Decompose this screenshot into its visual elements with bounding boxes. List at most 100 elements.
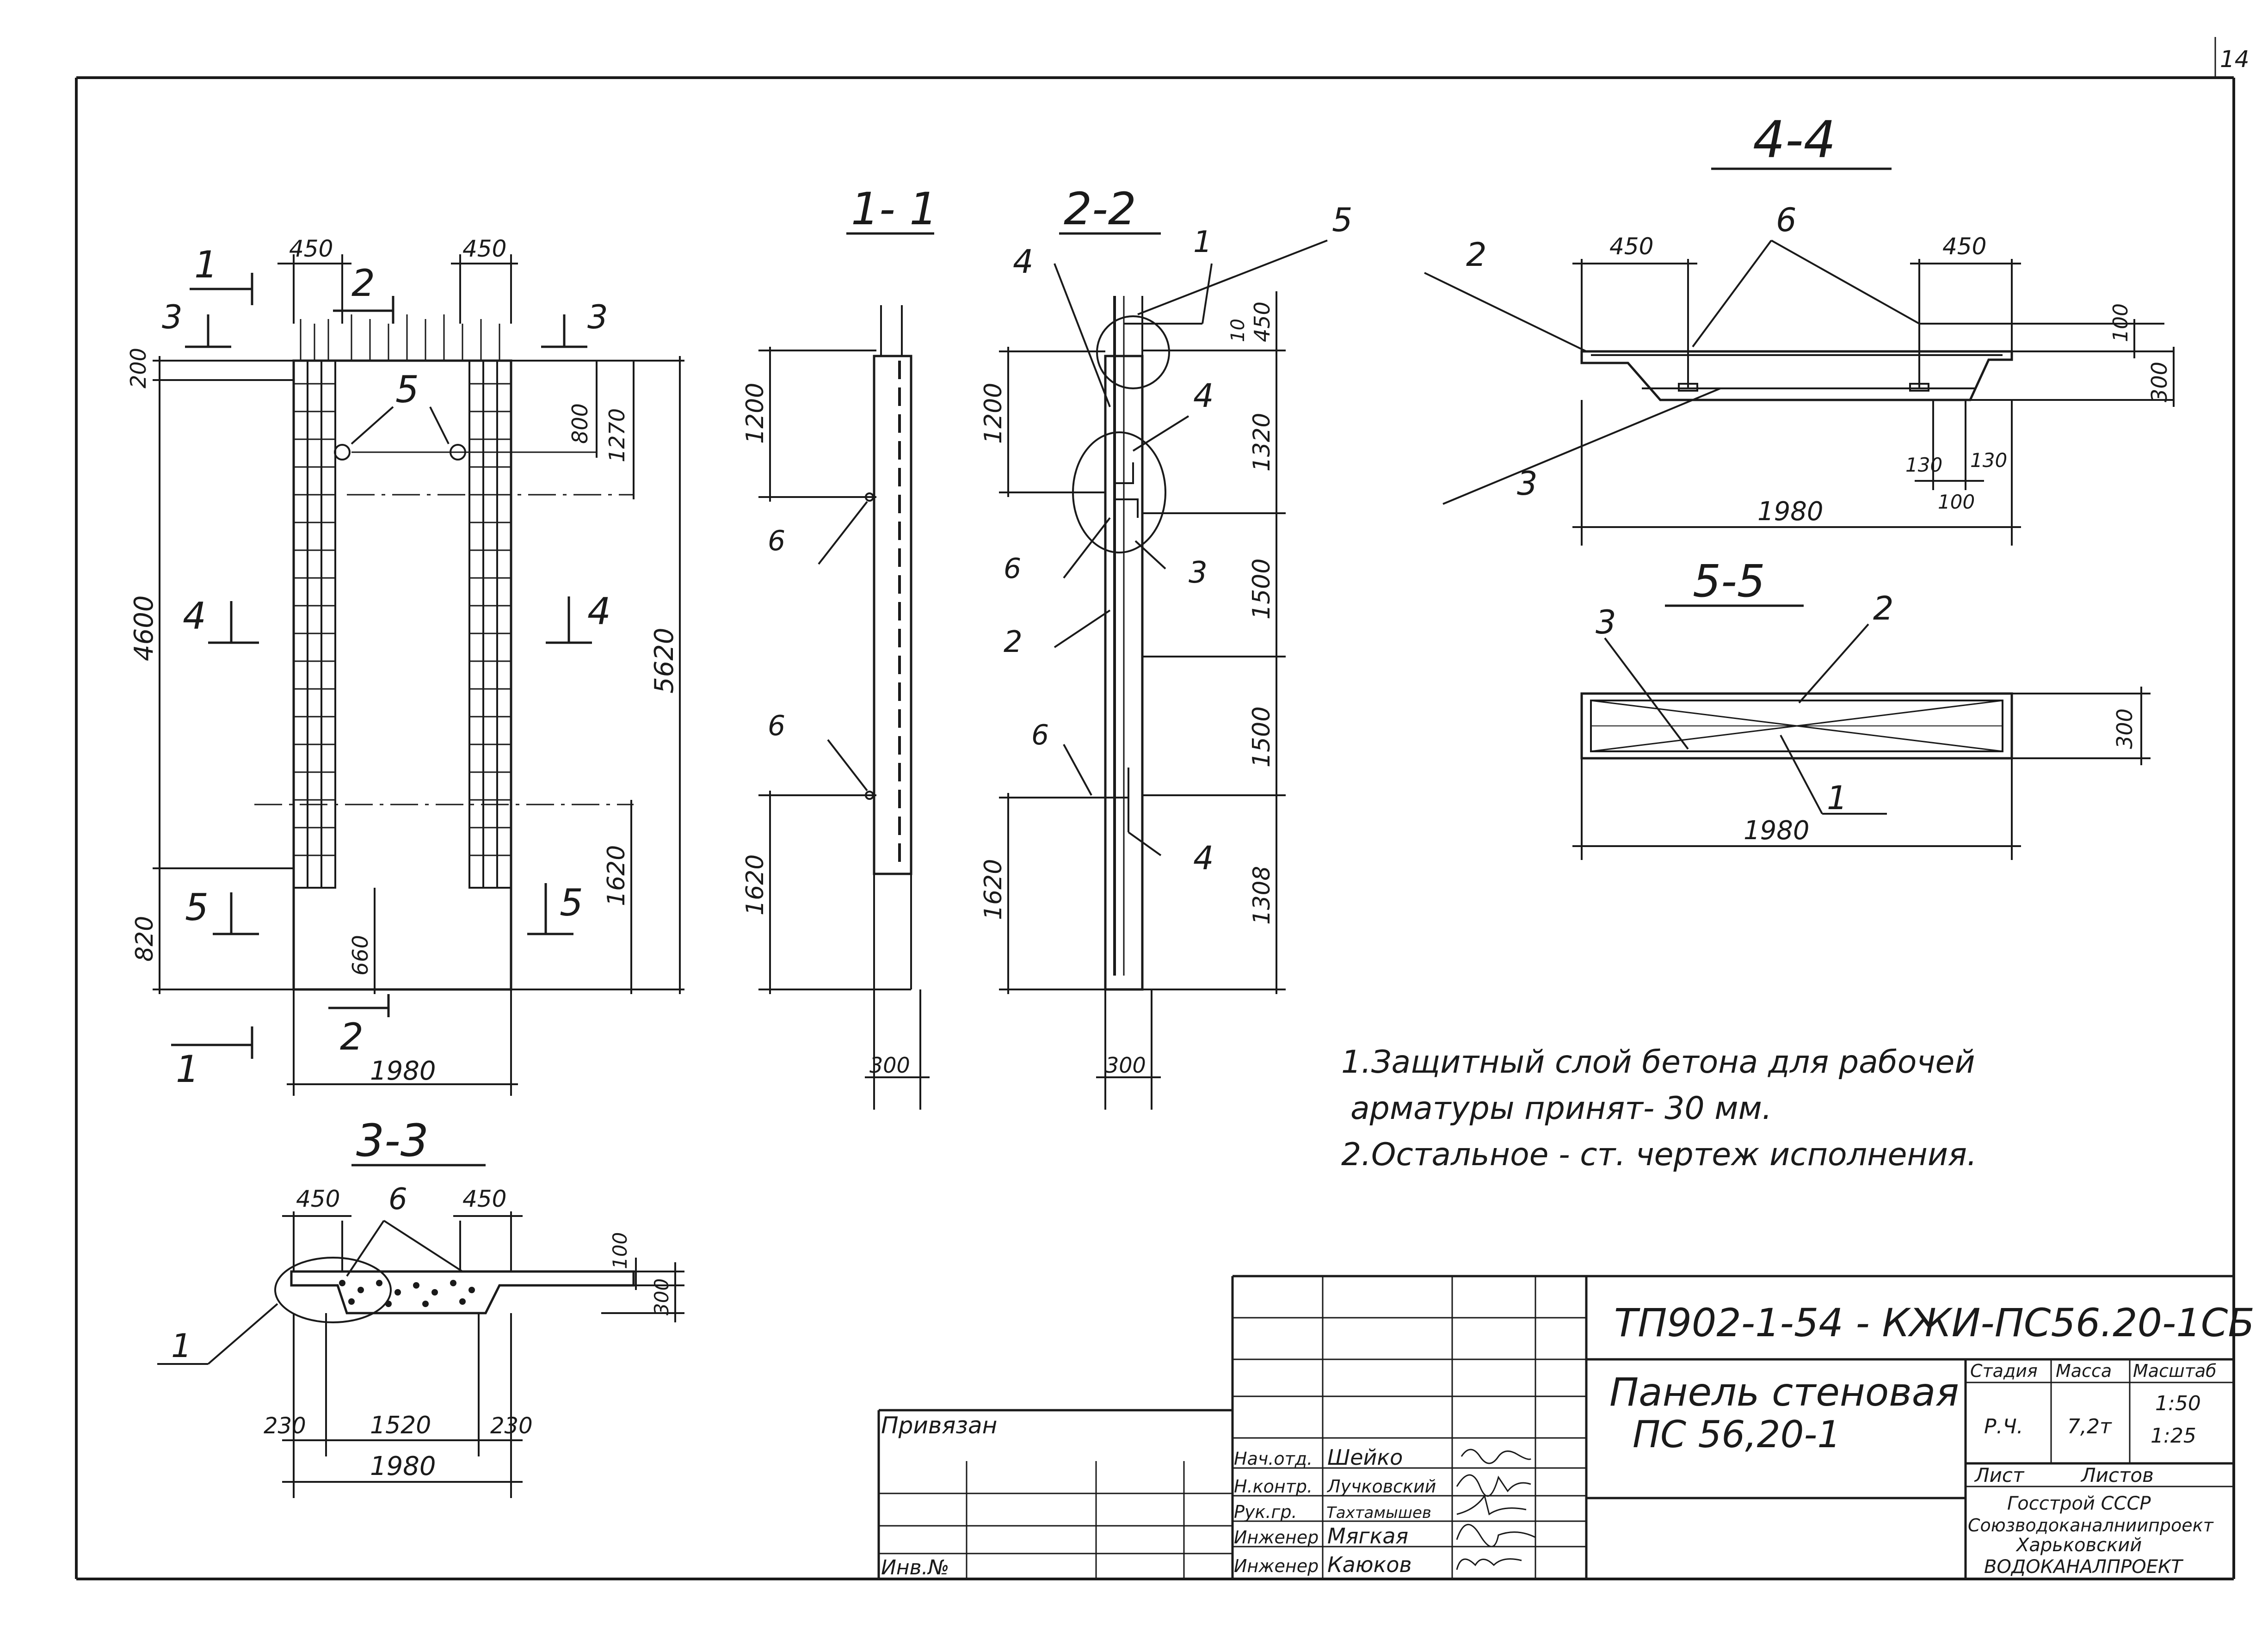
s22-pos-4-top: 4 (1013, 243, 1034, 281)
name-luchkovsky: Лучковский (1326, 1476, 1436, 1497)
right-rib-frame (468, 360, 512, 889)
s22-pos-6-upper: 6 (1004, 553, 1021, 585)
cut-marker-4-left (208, 601, 259, 644)
s11-title: 1- 1 (851, 183, 937, 235)
title-block-lines (877, 1275, 2234, 1579)
panel-outline (292, 359, 512, 991)
s44-title: 4-4 (1753, 110, 1836, 169)
role-norm-control: Н.контр. (1234, 1476, 1313, 1497)
elev-dim-5620: 5620 (649, 627, 679, 694)
cut-marker-2-top (333, 296, 394, 324)
sheet-number: 14 (2220, 46, 2250, 73)
s22-dim-1500-upper: 1500 (1248, 559, 1276, 620)
signature-5 (1456, 1558, 1522, 1570)
s22-dim-1200: 1200 (980, 383, 1007, 444)
doc-code: ТП902-1-54 - КЖИ-ПС56.20-1СБ (1614, 1300, 2255, 1345)
s11-dim-300: 300 (869, 1053, 910, 1078)
cut-marker-4-right (546, 596, 592, 644)
s33-dim-1520: 1520 (370, 1412, 431, 1439)
elev-dim-820: 820 (131, 916, 159, 962)
rib-ladder-marks (294, 383, 511, 856)
elev-dim-450-right: 450 (462, 235, 506, 262)
s33-pos-6: 6 (388, 1182, 407, 1216)
signature-3 (1456, 1494, 1527, 1516)
s33-rebar-dots (339, 1280, 475, 1307)
s44-dim-130-right: 130 (1970, 449, 2007, 472)
section-4-4-labels: 4-4 450 450 100 300 130 130 100 1980 2 6… (1466, 110, 2172, 527)
s22-dim-1308: 1308 (1248, 866, 1275, 925)
elev-dim-200: 200 (126, 348, 151, 388)
s22-dim-1620: 1620 (980, 859, 1007, 920)
s11-dim-1200: 1200 (741, 383, 769, 444)
s22-detail-circle-top (1096, 315, 1170, 389)
s22-pos-5: 5 (1332, 201, 1353, 239)
cut-marker-5-left (213, 892, 259, 935)
s55-dim-1980: 1980 (1744, 816, 1810, 846)
title-line-2: ПС 56,20-1 (1633, 1413, 1841, 1456)
s22-title: 2-2 (1064, 183, 1136, 235)
s44-pos-6: 6 (1776, 201, 1797, 239)
elev-cut-2-top: 2 (351, 262, 375, 305)
stage-header: Стадия (1970, 1361, 2038, 1381)
s22-pos-2: 2 (1004, 625, 1023, 659)
section-2-2 (999, 232, 1328, 1110)
role-group-lead: Рук.гр. (1234, 1502, 1297, 1522)
s55-pos-2: 2 (1873, 590, 1894, 627)
sheet-frame (75, 37, 2235, 1580)
sheets-label: Листов (2080, 1464, 2154, 1486)
elev-pos-5: 5 (395, 368, 419, 411)
s22-dim-1500-lower: 1500 (1248, 706, 1276, 768)
s44-pos-2: 2 (1466, 236, 1487, 274)
elev-dim-450-left: 450 (289, 235, 333, 262)
s22-dim-10: 10 (1227, 319, 1249, 342)
name-kayukov: Каюков (1327, 1552, 1412, 1577)
mass-value: 7,2т (2067, 1415, 2112, 1438)
privyazan-label: Привязан (881, 1412, 997, 1439)
section-2-2-labels: 2-2 450 10 1320 1500 1500 1308 1200 1620… (980, 183, 1353, 1078)
s55-pos-3: 3 (1596, 603, 1616, 641)
signature-2 (1456, 1474, 1531, 1497)
s33-dim-100: 100 (609, 1232, 631, 1269)
embedded-item-left (334, 444, 351, 461)
org-line-4: ВОДОКАНАЛПРОЕКТ (1984, 1556, 2184, 1578)
title-line-1: Панель стеновая (1609, 1370, 1959, 1415)
section-3-3 (157, 1164, 684, 1498)
elev-cut-3-right: 3 (587, 298, 608, 336)
cut-marker-3-right (541, 314, 587, 348)
s11-dim-1620: 1620 (741, 854, 769, 915)
role-engineer-2: Инженер (1234, 1556, 1319, 1576)
s22-pos-1: 1 (1193, 225, 1212, 259)
cut-marker-5-right (527, 883, 573, 935)
s22-pos-4-bottom: 4 (1193, 839, 1214, 877)
s33-detail-oval (274, 1257, 392, 1323)
note-line-2: арматуры принят- 30 мм. (1350, 1090, 1772, 1127)
signature-4 (1456, 1524, 1536, 1548)
elev-dim-1980: 1980 (370, 1056, 436, 1086)
elev-cut-2-bottom: 2 (340, 1015, 364, 1058)
s55-body (1580, 692, 2013, 760)
elev-dim-1270: 1270 (604, 408, 629, 462)
s33-dim-230-right: 230 (490, 1413, 533, 1439)
signature-1 (1461, 1449, 1532, 1464)
s11-body (873, 355, 912, 875)
section-5-5-labels: 5-5 300 1980 3 2 1 (1596, 555, 2137, 846)
elev-cut-1-top: 1 (194, 243, 218, 286)
elev-cut-5-right: 5 (560, 881, 583, 924)
cut-marker-1-bottom (171, 1026, 253, 1059)
section-3-3-labels: 3-3 450 450 100 300 230 1520 230 1980 6 … (171, 1115, 673, 1481)
section-1-1-labels: 1- 1 1200 1620 300 6 6 (741, 183, 937, 1078)
panel-elevation (153, 254, 684, 1096)
mass-header: Масса (2056, 1361, 2112, 1381)
scale-header: Масштаб (2133, 1361, 2217, 1381)
signatures (1456, 1449, 1536, 1570)
s33-pos-1: 1 (171, 1327, 192, 1365)
elev-cut-3-left: 3 (162, 298, 183, 336)
s44-dim-100-bottom: 100 (1938, 491, 1975, 513)
protruding-bars (300, 314, 500, 361)
elev-cut-4-right: 4 (587, 590, 611, 633)
s55-title: 5-5 (1693, 555, 1765, 607)
elev-cut-1-bottom: 1 (176, 1048, 199, 1091)
section-4-4 (1424, 167, 2175, 546)
s22-pos-4-mid: 4 (1193, 377, 1214, 415)
